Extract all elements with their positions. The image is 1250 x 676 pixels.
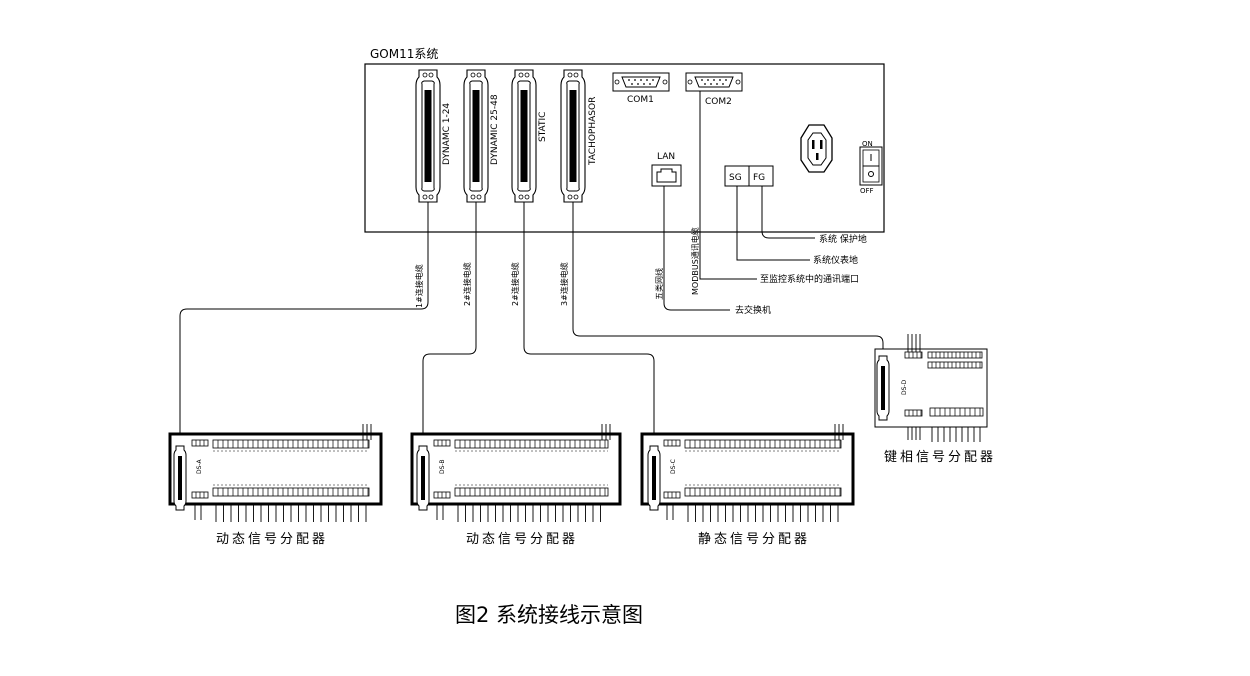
distributor-d-code: DS-D (901, 379, 908, 395)
terminal-strip (904, 409, 923, 417)
terminal-strip (212, 487, 370, 497)
distributor-c-caption: 静态信号分配器 (698, 532, 811, 547)
terminal-strip (454, 439, 609, 449)
sg-label: SG (729, 173, 742, 183)
terminal-strips (191, 334, 984, 522)
connector-static (511, 69, 537, 203)
distributor-b-code: DS-B (439, 460, 446, 475)
terminal-strip (454, 487, 609, 497)
system-box (364, 63, 885, 233)
cable-protect-ground (761, 186, 815, 239)
distributor-c-code: DS-C (670, 459, 677, 474)
com1-port (612, 72, 670, 92)
com1-label: COM1 (627, 95, 654, 105)
instrument-ground-label: 系统仪表地 (813, 254, 858, 266)
fg-label: FG (753, 173, 765, 183)
switch-label: 去交换机 (735, 304, 771, 316)
lan-label: LAN (657, 152, 675, 162)
cable-2 (422, 202, 477, 446)
connector-label-static: STATIC (538, 112, 548, 142)
cable-4 (572, 202, 884, 356)
connector-label-dynamic-1-24: DYNAMC 1-24 (442, 103, 452, 165)
terminal-strip (927, 361, 983, 369)
network-cable-label: 五类网线 (654, 268, 664, 300)
distributor-d-connector (876, 355, 890, 421)
cable-1 (179, 202, 429, 446)
cable-2-label: 2#连接电缆 (462, 262, 472, 306)
terminal-strip (929, 407, 984, 417)
ground-terminal-block (724, 165, 774, 187)
power-switch (859, 146, 883, 186)
cable-3-label: 2#连接电缆 (510, 262, 520, 306)
cable-instrument-ground (736, 186, 810, 261)
connector-tachophasor (560, 69, 586, 203)
cable-3 (523, 202, 655, 446)
distributor-a-code: DS-A (196, 459, 203, 474)
distributor-b-caption: 动态信号分配器 (466, 532, 579, 547)
monitor-port-label: 至监控系统中的通讯端口 (760, 273, 859, 285)
terminal-strip (904, 351, 923, 359)
com2-port (685, 72, 743, 92)
lan-port (651, 164, 682, 187)
terminal-strip (684, 439, 842, 449)
distributor-c-connector (647, 445, 661, 511)
switch-on-label: ON (862, 140, 873, 148)
cable-4-label: 3#连接电缆 (559, 262, 569, 306)
distributor-a-caption: 动态信号分配器 (216, 532, 329, 547)
connector-dynamic-1-24 (415, 69, 441, 203)
connector-label-dynamic-25-48: DYNAMIC 25-48 (490, 94, 500, 165)
terminal-strip (684, 487, 842, 497)
distributor-a-connector (173, 445, 187, 511)
switch-off-label: OFF (860, 187, 874, 195)
connector-label-tachophasor: TACHOPHASOR (588, 97, 598, 166)
terminal-strip (927, 351, 983, 359)
modbus-cable-label: MODBUS通讯电缆 (690, 227, 700, 295)
terminal-strip (212, 439, 370, 449)
cable-modbus (699, 91, 757, 280)
com2-label: COM2 (705, 97, 732, 107)
protect-ground-label: 系统 保护地 (819, 233, 867, 245)
distributor-d-caption: 键相信号分配器 (884, 450, 997, 465)
distributor-b-connector (416, 445, 430, 511)
power-inlet-icon (800, 124, 833, 173)
figure-caption: 图2 系统接线示意图 (455, 603, 644, 627)
cable-network (663, 186, 730, 311)
cable-1-label: 1#连接电缆 (414, 264, 424, 308)
system-title: GOM11系统 (370, 47, 438, 61)
connector-dynamic-25-48 (463, 69, 489, 203)
